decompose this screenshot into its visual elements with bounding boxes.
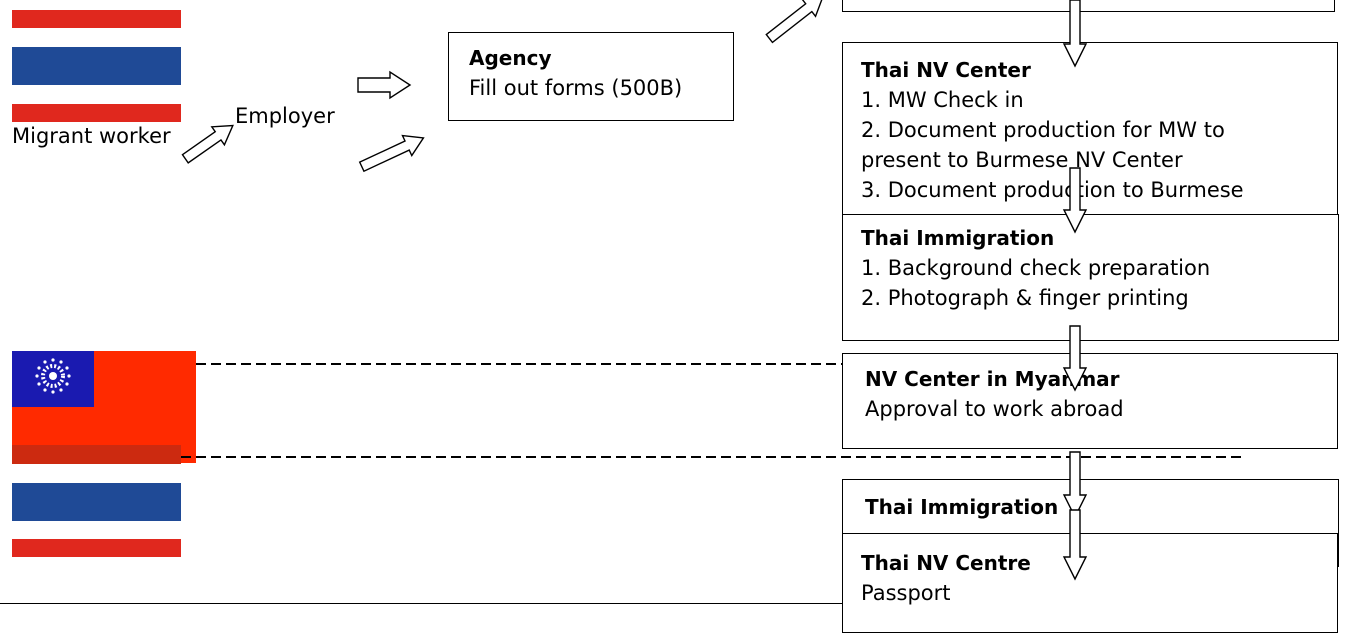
thai-immigration-box-1: Thai Immigration 1. Background check pre… <box>842 214 1339 341</box>
thai-flag-top <box>12 10 181 122</box>
thai-flag-bottom <box>12 445 181 557</box>
thai-nv-center-title: Thai NV Center <box>861 58 1031 82</box>
thai-immigration-2-title: Thai Immigration <box>865 495 1059 519</box>
agency-line: Fill out forms (500B) <box>469 76 683 100</box>
nv-center-myanmar-line: Approval to work abroad <box>865 397 1124 421</box>
block-arrow-up-right-icon <box>765 0 825 44</box>
thai-nv-center-line-4: 3. Document production to Burmese <box>861 178 1244 202</box>
myanmar-flag <box>12 351 196 463</box>
migrant-worker-label: Migrant worker <box>12 124 171 148</box>
nv-center-myanmar-box: NV Center in Myanmar Approval to work ab… <box>842 353 1338 449</box>
block-arrow-up-right-icon <box>358 134 425 173</box>
star-emblem-icon <box>35 358 71 394</box>
thai-nv-center-box: Thai NV Center 1. MW Check in 2. Documen… <box>842 42 1338 220</box>
thai-immigration-1-title: Thai Immigration <box>861 226 1055 250</box>
thai-nv-centre-box: Thai NV Centre Passport <box>842 533 1338 633</box>
block-arrow-right-icon <box>357 70 412 100</box>
myanmar-flag-canton <box>12 351 94 407</box>
top-partial-box <box>842 0 1335 12</box>
block-arrow-up-right-icon <box>181 124 234 164</box>
thai-nv-center-line-3: present to Burmese NV Center <box>861 148 1183 172</box>
thai-immigration-1-line-2: 2. Photograph & finger printing <box>861 286 1189 310</box>
employer-label: Employer <box>235 104 335 128</box>
bottom-rule <box>0 603 842 604</box>
agency-title: Agency <box>469 46 552 70</box>
thai-nv-centre-title: Thai NV Centre <box>861 551 1031 575</box>
agency-box: Agency Fill out forms (500B) <box>448 32 734 121</box>
thai-nv-centre-line: Passport <box>861 581 951 605</box>
thai-nv-center-line-1: 1. MW Check in <box>861 88 1024 112</box>
thai-nv-center-line-2: 2. Document production for MW to <box>861 118 1225 142</box>
thai-immigration-1-line-1: 1. Background check preparation <box>861 256 1211 280</box>
nv-center-myanmar-title: NV Center in Myanmar <box>865 367 1120 391</box>
